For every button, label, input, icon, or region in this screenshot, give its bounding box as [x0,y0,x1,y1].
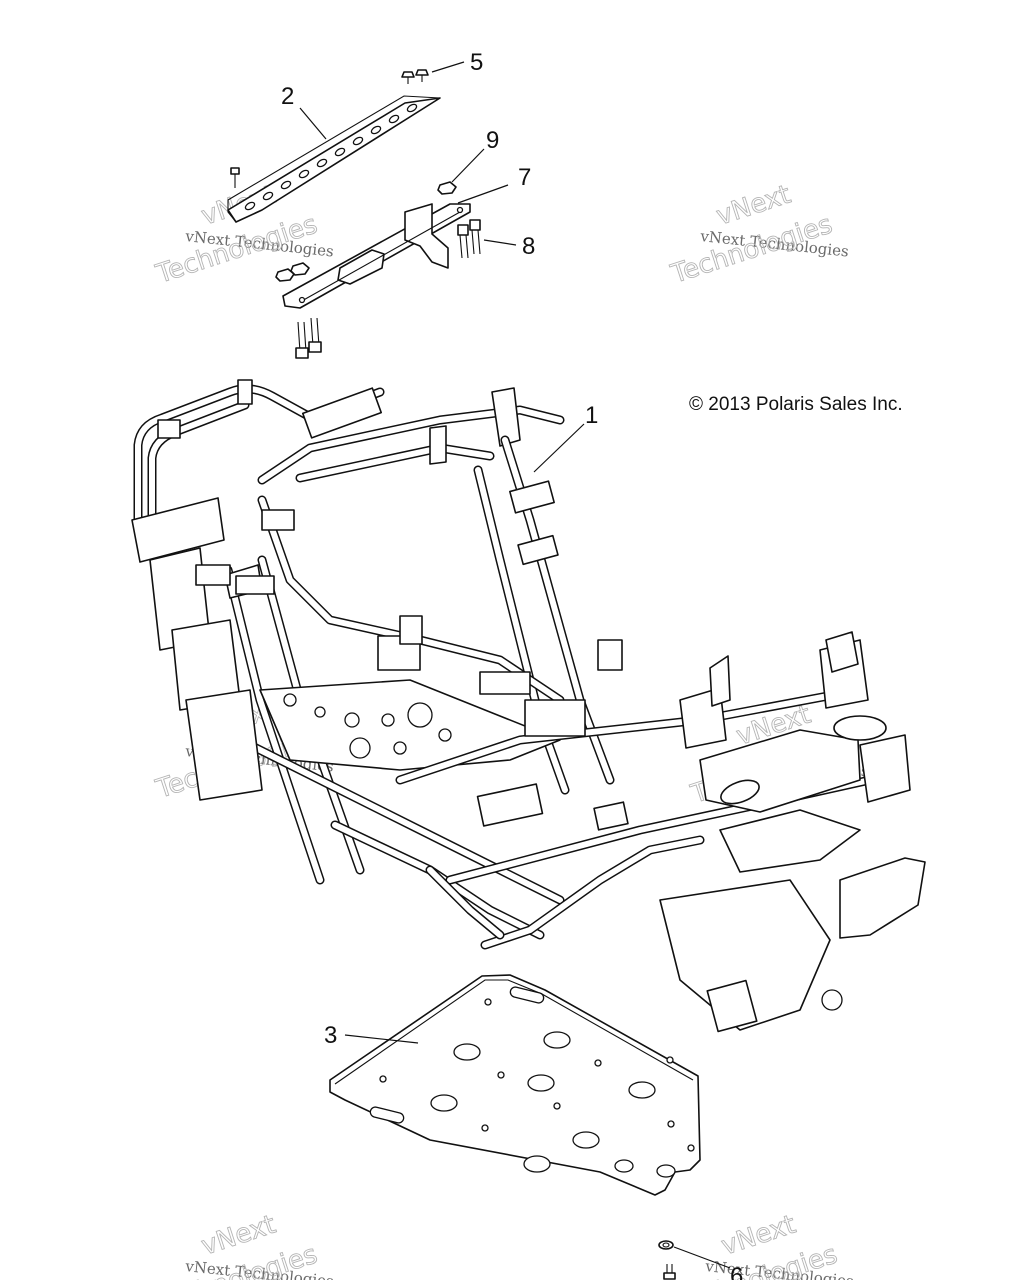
nut-icon [290,262,310,276]
leader-8 [483,239,517,246]
rear-upper-loop [133,379,385,533]
watermark-bottom-right: vNext vNext Technologies Technologies [671,1209,854,1280]
callout-7: 7 [518,164,531,191]
leader-lines [299,61,731,1269]
leader-9 [451,148,485,183]
frame-brackets [476,631,859,831]
nut-icon [437,181,457,195]
nut-icon [275,268,295,282]
bolt-icon [457,224,469,259]
copyright-notice: © 2013 Polaris Sales Inc. [689,394,903,415]
bolt-icon [415,69,429,82]
part-7-mount-bracket [282,203,471,309]
callout-5: 5 [470,49,483,76]
watermark-bottom-left: vNext vNext Technologies Technologies [151,1209,334,1280]
front-lower-loop [425,835,705,950]
bolt-icon [295,321,309,359]
part-1-main-frame [131,379,926,1033]
skid-plate-holes [369,986,695,1178]
bolt-icon [308,317,322,353]
watermark-top-left: vNext vNext Technologies Technologies [151,179,334,290]
callout-1: 1 [585,402,598,429]
part-9-nuts [275,181,457,282]
callout-3: 3 [324,1022,337,1049]
part-6-fastener [658,1240,676,1280]
callout-2: 2 [281,83,294,110]
leader-1 [533,423,585,473]
rail-holes [244,103,418,211]
watermark-top-right: vNext vNext Technologies Technologies [666,179,849,290]
callout-9: 9 [486,127,499,154]
upper-cross-beam [257,387,565,485]
rear-section [131,497,295,801]
leader-5 [431,61,465,73]
leader-2 [299,107,327,140]
part-3-skid-plate [329,974,701,1196]
washer-icon [658,1240,674,1250]
front-pillars [473,435,615,795]
callout-numbers: 1 2 3 5 6 7 8 9 [281,49,743,1280]
front-section [659,639,926,1033]
cockpit-tube [257,495,565,705]
callout-6: 6 [730,1263,743,1280]
part-2-bracket-rail [227,95,441,223]
bolt-icon [401,71,415,84]
leader-7 [457,184,509,204]
bolt-icon [230,167,240,188]
leader-3 [344,1034,419,1044]
bolt-icon [469,219,481,255]
callout-8: 8 [522,233,535,260]
screw-icon [663,1264,676,1280]
part-5-bolts [401,69,429,84]
leader-6 [673,1246,731,1269]
part-8-long-bolts [295,219,481,359]
